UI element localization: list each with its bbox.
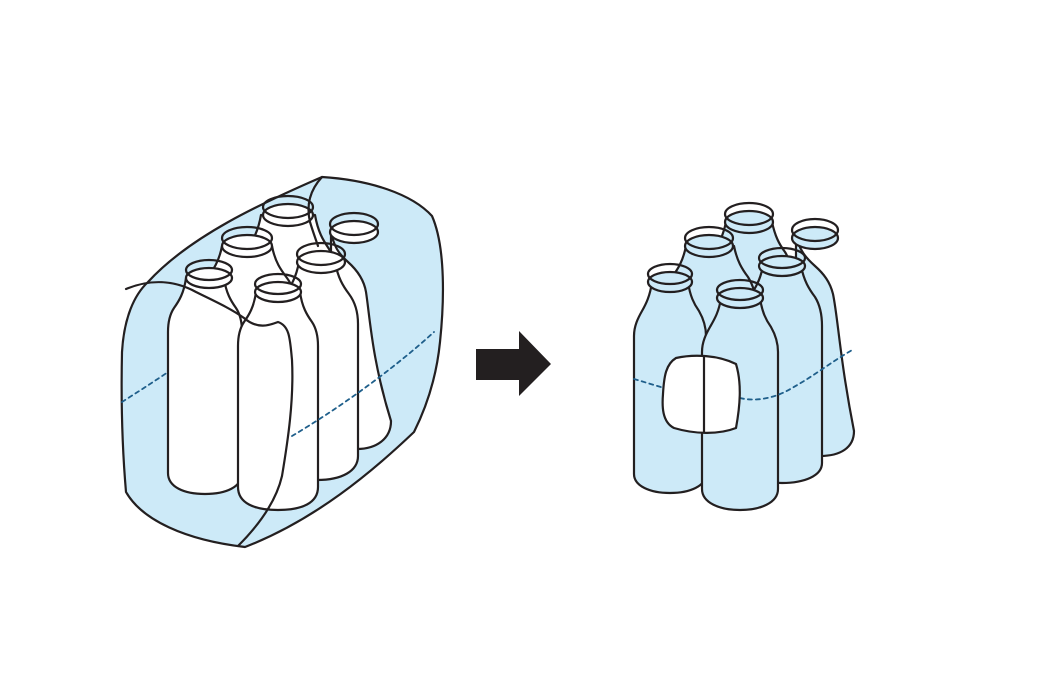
right-bottle-back-1-cap [723,209,775,235]
right-bottle-front-2-cap-rim [715,278,765,302]
bottle-front-2-cap [253,280,303,304]
bottle-front-2 [236,290,320,512]
bottle-back-2-cap-rim [328,211,380,237]
right-bottle-back-2-cap [790,225,840,251]
bottle-front-1-cap-rim [184,258,234,282]
bottle-mid-1-cap-rim [220,225,274,251]
right-bottle-back-1-cap-rim [723,201,775,227]
wrapped-bottle-pack-icon [120,175,445,549]
shrink-wrap-fold-top [307,175,324,248]
right-bottle-mid-2-cap-rim [757,246,807,270]
cut-line-left [121,371,169,403]
bottle-back-1-cap [261,202,315,228]
bottle-back-2-cap [328,219,380,245]
right-bottle-front-2-cap [715,286,765,310]
unwrapped-bottle-pack-icon [632,201,856,512]
right-bottle-front-1-cap [646,270,694,294]
band-cut-line-left [633,378,665,389]
right-bottle-front-1-cap-rim [646,262,694,286]
bottle-mid-2-cap [295,249,347,275]
shrink-wrap-fold-left [124,281,294,548]
band-opening [661,354,741,434]
right-bottle-back-2-cap-rim [790,217,840,243]
right-arrow-icon [476,331,551,396]
bottle-mid-1-cap [220,233,274,259]
bottle-front-1-cap [184,266,234,290]
bottle-mid-2-cap-rim [295,241,347,267]
band-cut-line-right [739,348,855,401]
right-bottle-mid-2-cap [757,254,807,278]
bottle-back-1-cap-rim [261,194,315,220]
right-bottle-mid-1-cap [683,233,735,259]
right-bottle-mid-1-cap-rim [683,225,735,251]
cut-line-right [291,331,435,437]
bottle-front-1 [166,276,244,496]
bottle-front-2-cap-rim [253,272,303,296]
